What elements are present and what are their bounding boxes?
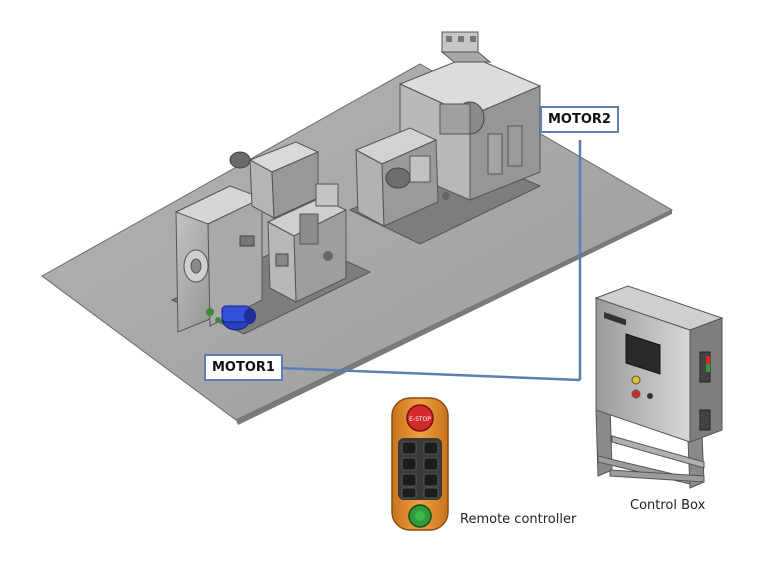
leader-lines [279,140,582,382]
control-box [594,285,724,489]
motor1-leader-line [279,366,581,382]
motor1-machine [170,141,372,335]
e-stop-label: E-STOP [409,416,431,423]
remote-keypad [401,441,439,499]
motor2-machine [348,31,542,245]
remote-controller: E-STOP [391,397,449,531]
motor1-blue-unit [221,305,256,331]
motor2-callout: MOTOR2 [540,106,619,133]
remote-controller-caption: Remote controller [460,512,577,527]
e-stop-button [406,404,434,432]
control-box-caption: Control Box [630,498,706,513]
motor1-callout: MOTOR1 [204,354,283,381]
